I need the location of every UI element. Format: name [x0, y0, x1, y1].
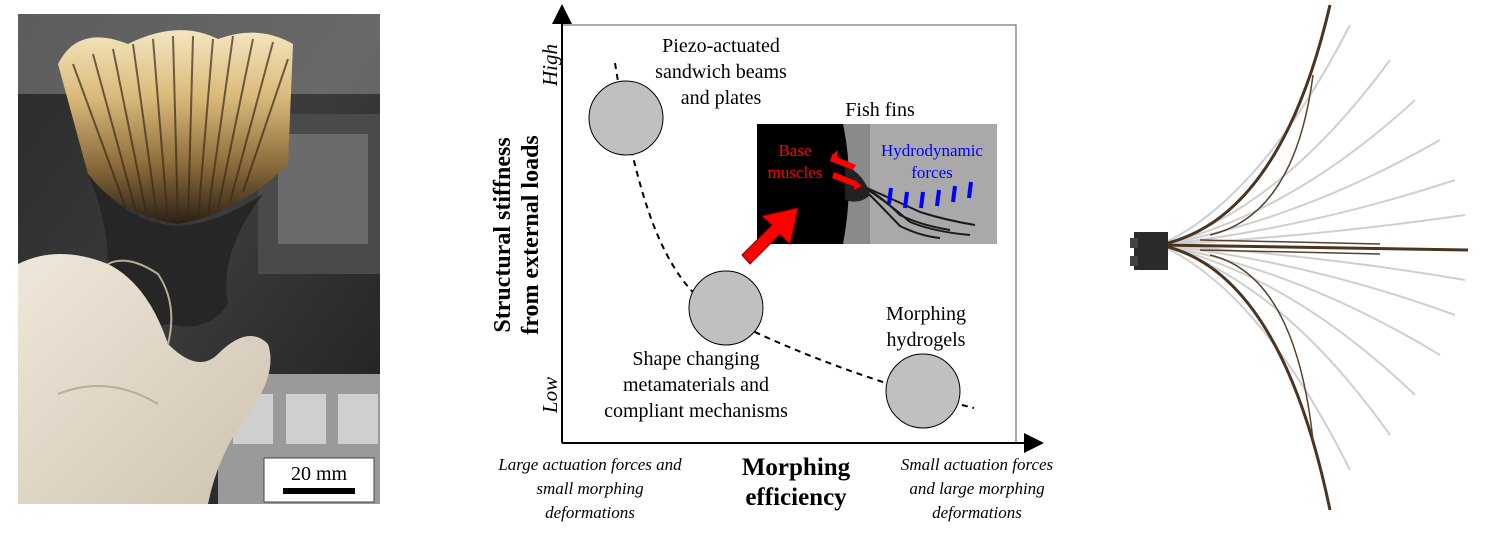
svg-text:forces: forces — [911, 163, 953, 182]
x-right-note: Small actuation forces and large morphin… — [901, 455, 1054, 522]
robotic-fin-structure — [1120, 0, 1490, 529]
svg-text:deformations: deformations — [545, 503, 635, 522]
svg-text:sandwich beams: sandwich beams — [655, 61, 787, 83]
piezo-label: Piezo-actuated sandwich beams and plates — [655, 35, 787, 109]
hydrodynamic-forces-label: Hydrodynamic forces — [881, 141, 983, 182]
fin-photo-illustration: 20 mm — [18, 14, 380, 504]
scale-bar-box — [263, 457, 375, 503]
svg-text:Shape changing: Shape changing — [632, 348, 759, 370]
y-axis-title-line1: Structural stiffness — [490, 137, 516, 332]
fish-fin-photo: 20 mm — [18, 14, 380, 504]
svg-text:Small actuation forces: Small actuation forces — [901, 455, 1054, 474]
svg-text:muscles: muscles — [768, 163, 823, 182]
scale-bar-label: 20 mm — [291, 463, 348, 485]
main-fin-rays — [1159, 4, 1469, 511]
svg-text:compliant mechanisms: compliant mechanisms — [604, 400, 788, 422]
svg-text:Large actuation forces and: Large actuation forces and — [497, 455, 682, 474]
hydrogel-circle — [885, 353, 961, 429]
metamaterial-circle — [688, 270, 764, 346]
svg-text:Hydrodynamic: Hydrodynamic — [881, 141, 983, 160]
stiffness-vs-efficiency-diagram: High Low Structural stiffness from exter… — [480, 0, 1100, 529]
fish-fins-title: Fish fins — [845, 99, 915, 121]
hydrodynamic-force-arrows — [887, 181, 973, 209]
metamaterial-label: Shape changing metamaterials and complia… — [604, 348, 788, 422]
fish-fin-inset: Base muscles Hydrodynamic forces — [757, 124, 997, 244]
gloved-hand — [18, 254, 271, 504]
fin-base-mount — [1134, 232, 1168, 270]
svg-text:Piezo-actuated: Piezo-actuated — [662, 35, 780, 57]
hydrogel-label: Morphing hydrogels — [886, 303, 966, 351]
muscle-arrows — [830, 150, 862, 190]
svg-text:hydrogels: hydrogels — [887, 329, 966, 351]
svg-text:small morphing: small morphing — [536, 479, 643, 498]
ray-ladders — [1199, 74, 1381, 441]
svg-text:Morphing: Morphing — [886, 303, 966, 325]
x-left-note: Large actuation forces and small morphin… — [497, 455, 682, 522]
x-axis-title-line1: Morphing — [742, 454, 851, 481]
base-muscles-label: Base muscles — [768, 141, 823, 182]
svg-text:metamaterials and: metamaterials and — [623, 374, 769, 396]
svg-text:Base: Base — [778, 141, 811, 160]
y-low-label: Low — [538, 377, 562, 414]
y-axis-title-line2: from external loads — [518, 135, 544, 335]
y-high-label: High — [538, 44, 562, 87]
inset-fin — [859, 184, 976, 239]
svg-text:and plates: and plates — [681, 87, 762, 109]
piezo-circle — [588, 80, 664, 156]
x-axis-title-line2: efficiency — [745, 484, 847, 511]
scale-bar — [283, 488, 355, 494]
big-red-arrow — [741, 207, 799, 265]
fin-structure-illustration — [1130, 4, 1469, 511]
svg-text:deformations: deformations — [932, 503, 1022, 522]
svg-text:and large morphing: and large morphing — [909, 479, 1044, 498]
